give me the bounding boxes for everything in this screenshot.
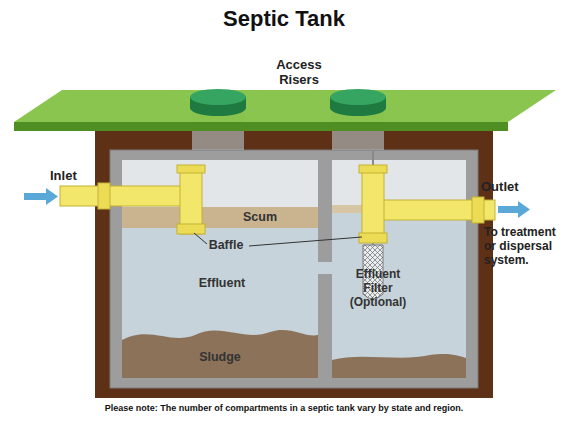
part-label: Baffle: [198, 238, 254, 252]
effluent-water: [332, 160, 466, 378]
leader-line: [194, 233, 207, 244]
footnote: Please note: The number of compartments …: [0, 403, 568, 413]
pipe-collar: [359, 233, 387, 243]
flow-arrow: [518, 201, 530, 218]
pipe-collar: [472, 197, 484, 223]
layer-label: Sludge: [180, 350, 260, 364]
pipe-collar: [98, 183, 110, 209]
sludge-layer: [332, 354, 466, 378]
destination-note: To treatment or dispersal system.: [484, 226, 568, 267]
soil: [95, 125, 493, 398]
pipe-collar: [177, 224, 205, 234]
layer-label: Scum: [230, 210, 290, 224]
grass-edge: [14, 122, 508, 131]
inlet-pipe: [60, 186, 200, 206]
air-space: [332, 160, 466, 205]
pipe-collar: [359, 165, 387, 173]
part-label: Effluent Filter (Optional): [342, 268, 414, 309]
scum-layer: [122, 207, 318, 228]
sludge-layer: [122, 330, 318, 378]
layer-label: Effluent: [180, 276, 264, 290]
riser-label: Access Risers: [268, 58, 330, 88]
leader-line: [249, 237, 362, 246]
access-riser: [330, 89, 386, 105]
access-riser: [190, 89, 246, 105]
grass-surface: [14, 90, 556, 122]
flow-arrow: [46, 188, 58, 205]
flow-arrow: [498, 206, 519, 213]
diagram-title: Septic Tank: [0, 6, 568, 31]
flow-arrow: [24, 193, 47, 200]
outlet-baffle: [362, 168, 384, 240]
inlet-label: Inlet: [50, 169, 94, 184]
outlet-label: Outlet: [481, 180, 541, 195]
pipe-collar: [177, 165, 205, 173]
divider-opening: [318, 262, 332, 274]
